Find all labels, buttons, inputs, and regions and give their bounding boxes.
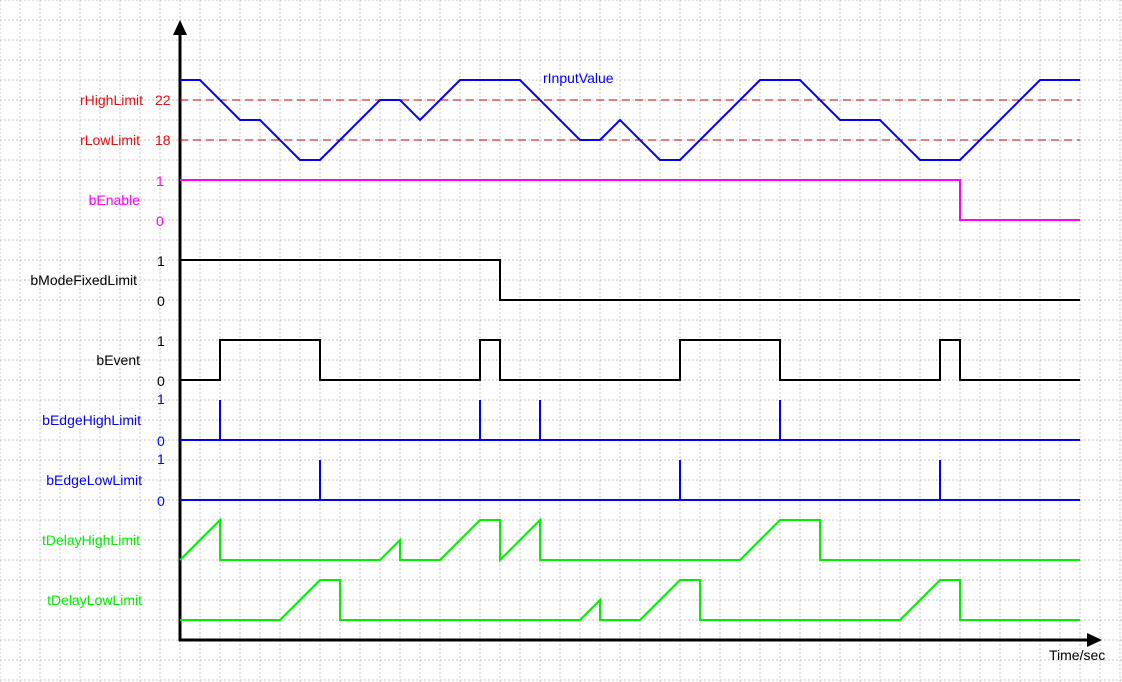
signal-traces [179,79,1080,621]
high-limit-label: rHighLimit [80,92,143,108]
tick-label-1: 1 [157,451,165,467]
trace-bedgelowlimit [180,460,1080,501]
trace-bmodefixedlimit [180,259,1080,301]
signal-label-bmodefixedlimit: bModeFixedLimit [30,272,137,288]
trace-benable [180,179,1080,221]
x-axis-label: Time/sec [1049,647,1105,663]
input-value-label: rInputValue [543,70,614,86]
tick-label-1: 1 [156,173,164,189]
low-limit-value: 18 [155,132,171,148]
low-limit-label: rLowLimit [80,132,140,148]
tick-label-0: 0 [157,373,165,389]
trace-tdelaylowlimit [180,579,1080,621]
signal-label-bevent: bEvent [96,352,140,368]
signal-label-benable: bEnable [89,192,141,208]
tick-label-0: 0 [157,493,165,509]
signal-label-tdelayhighlimit: tDelayHighLimit [42,532,140,548]
x-axis-arrow-icon [1087,633,1102,647]
trace-bevent [180,339,1080,381]
signal-label-tdelaylowlimit: tDelayLowLimit [47,592,142,608]
tick-label-0: 0 [156,213,164,229]
high-limit-value: 22 [155,92,171,108]
signal-label-bedgelowlimit: bEdgeLowLimit [46,472,142,488]
tick-label-1: 1 [157,333,165,349]
trace-bedgehighlimit [180,400,1080,441]
trace-rinputvalue [180,79,1080,161]
tick-label-0: 0 [157,433,165,449]
y-axis-arrow-icon [173,20,187,35]
tick-label-1: 1 [157,391,165,407]
tick-label-0: 0 [157,293,165,309]
tick-label-1: 1 [157,253,165,269]
signal-label-bedgehighlimit: bEdgeHighLimit [42,412,141,428]
trace-tdelayhighlimit [179,517,1080,563]
